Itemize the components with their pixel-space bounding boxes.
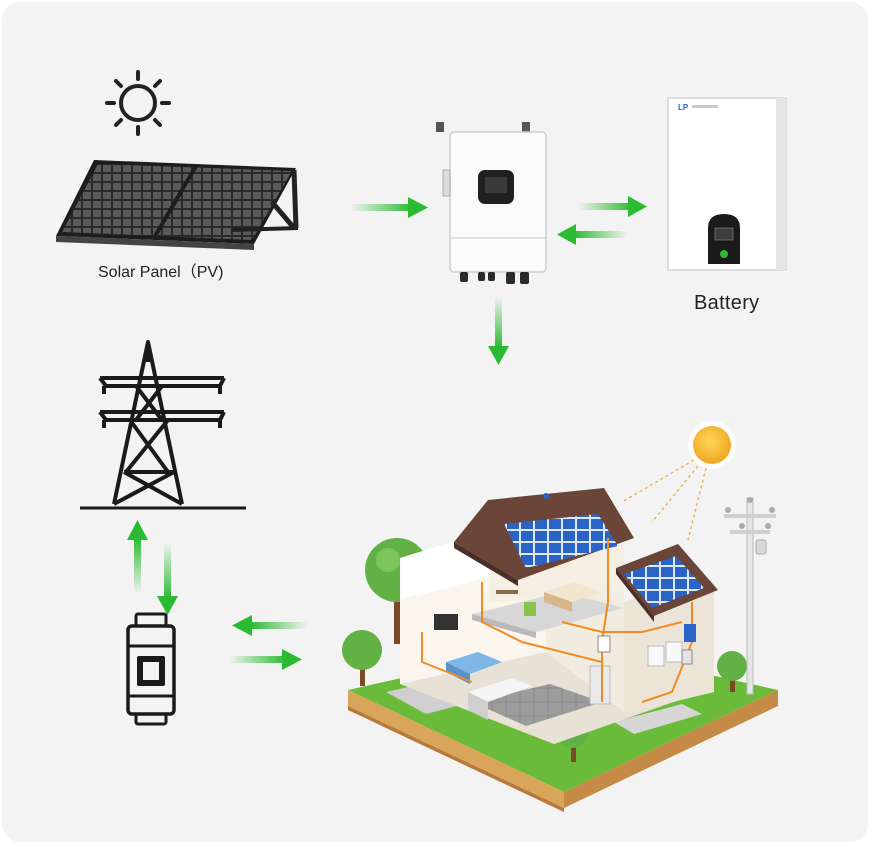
arrow-house-to-meter: [232, 615, 308, 636]
transmission-tower-icon: [80, 340, 246, 510]
utility-pole-icon: [724, 497, 776, 695]
arrow-grid-to-meter: [157, 542, 178, 615]
arrow-battery-to-inverter: [557, 224, 628, 245]
house-icon: [342, 421, 778, 812]
battery-label: Battery: [694, 292, 760, 314]
arrow-pv-to-inverter: [350, 197, 428, 218]
inverter-icon: [436, 122, 547, 284]
solar-panel-icon: [56, 160, 299, 250]
energy-meter-icon: [126, 612, 176, 726]
arrow-meter-to-house: [228, 649, 302, 670]
arrow-inverter-to-house: [488, 296, 509, 365]
arrow-inverter-to-battery: [578, 196, 647, 217]
svg-text:LP: LP: [678, 103, 689, 112]
battery-icon: LP: [667, 97, 787, 271]
arrow-meter-to-grid: [127, 520, 148, 594]
sun-icon: [105, 70, 171, 136]
house-sun-icon: [543, 421, 736, 541]
solar-panel-label: Solar Panel（PV): [98, 264, 224, 281]
